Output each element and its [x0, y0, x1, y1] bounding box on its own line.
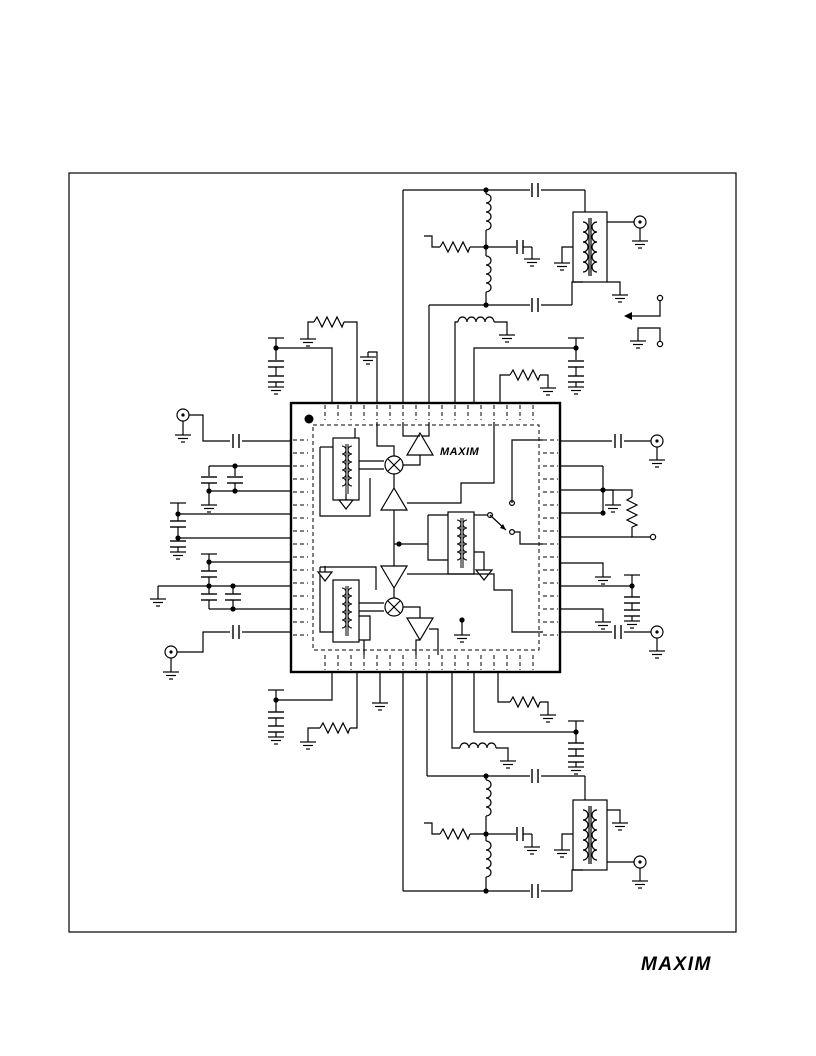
left-rf-input-bottom-connector [164, 645, 178, 659]
bottom-output-transformer [572, 799, 608, 871]
right-lo-input-top-connector [650, 434, 664, 448]
internal-upper-channel [319, 422, 495, 517]
pin-pads-right [543, 439, 558, 636]
top-pin-connections [267, 316, 585, 403]
right-pin-connections [560, 433, 666, 659]
internal-lower-channel [316, 565, 543, 655]
pin-pads-left [293, 439, 308, 636]
left-pin-connections [149, 408, 291, 680]
chip-logo: MAXIM [440, 446, 480, 458]
bottom-if-sma-connector [633, 855, 647, 869]
bottom-if-output-network [402, 672, 649, 899]
pin-pads-top [324, 405, 534, 420]
top-logic-control [624, 294, 664, 349]
top-if-output-network [402, 182, 649, 403]
figure-frame [68, 172, 737, 933]
upper-lo-buffer [379, 486, 409, 511]
pin-pads-bottom [324, 655, 534, 670]
top-output-transformer [572, 211, 608, 283]
left-rf-input-top-connector [176, 408, 190, 422]
top-if-sma-connector [633, 215, 647, 229]
pin1-indicator [304, 414, 314, 424]
ic-package: MAXIM [289, 401, 562, 674]
lower-lo-buffer [379, 565, 409, 590]
bottom-pin-connections [267, 672, 585, 775]
internal-lo-section [393, 439, 543, 581]
exposed-pad-outline [312, 424, 540, 651]
maxim-logo: MAXIM [641, 954, 712, 975]
right-lo-input-bottom-connector [650, 625, 664, 639]
